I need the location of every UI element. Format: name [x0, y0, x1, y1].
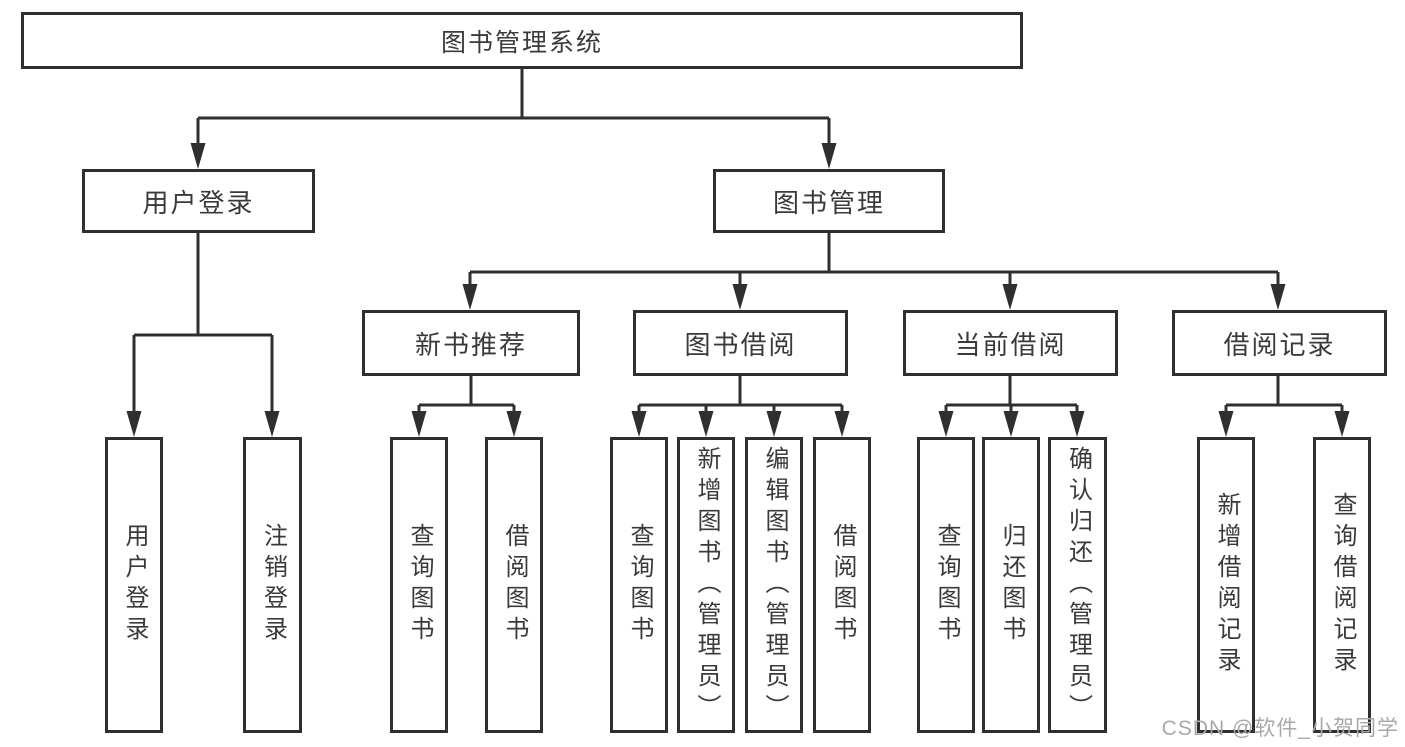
node-label: 查询图书 [406, 523, 433, 647]
node-current-borrowing: 当前借阅 [903, 310, 1118, 376]
node-label: 借阅图书 [501, 523, 528, 647]
node-label: 当前借阅 [954, 329, 1067, 360]
node-label: 新增借阅记录 [1213, 492, 1240, 678]
node-label: 用户登录 [121, 523, 148, 647]
node-new-book-recommendation: 新书推荐 [362, 310, 580, 376]
node-label: 查询借阅记录 [1329, 492, 1356, 678]
node-label: 图书借阅 [684, 329, 797, 360]
node-root-library-system: 图书管理系统 [21, 12, 1023, 69]
node-leaf-query-books: 查询图书 [390, 437, 448, 733]
node-leaf-borrow-books: 借阅图书 [813, 437, 871, 733]
node-label: 借阅记录 [1223, 329, 1336, 360]
node-book-borrowing: 图书借阅 [633, 310, 848, 376]
node-leaf-user-login: 用户登录 [105, 437, 163, 733]
node-label: 新书推荐 [414, 329, 527, 360]
node-user-login-module: 用户登录 [82, 169, 315, 233]
node-leaf-return-books: 归还图书 [982, 437, 1040, 733]
node-label: 图书管理系统 [440, 28, 603, 57]
arrowheads [126, 143, 1350, 437]
node-label: 借阅图书 [829, 523, 856, 647]
node-leaf-add-books-admin: 新增图书（管理员） [677, 437, 735, 733]
node-leaf-query-books: 查询图书 [610, 437, 668, 733]
node-label: 注销登录 [259, 523, 287, 647]
node-label: 确认归还（管理员） [1064, 445, 1092, 725]
node-label: 查询图书 [626, 523, 653, 647]
node-label: 查询图书 [933, 523, 960, 647]
node-book-management-module: 图书管理 [713, 169, 945, 233]
node-leaf-query-borrow-record: 查询借阅记录 [1313, 437, 1371, 733]
node-label: 图书管理 [772, 187, 885, 218]
node-leaf-logout: 注销登录 [243, 437, 302, 733]
node-label: 编辑图书（管理员） [761, 445, 788, 725]
node-leaf-add-borrow-record: 新增借阅记录 [1197, 437, 1255, 733]
node-label: 归还图书 [998, 523, 1025, 647]
node-leaf-edit-books-admin: 编辑图书（管理员） [745, 437, 803, 733]
node-borrowing-records: 借阅记录 [1172, 310, 1387, 376]
node-label: 新增图书（管理员） [693, 445, 720, 725]
node-leaf-confirm-return-admin: 确认归还（管理员） [1048, 437, 1107, 733]
node-leaf-borrow-books: 借阅图书 [485, 437, 543, 733]
node-label: 用户登录 [142, 187, 255, 218]
node-leaf-query-books: 查询图书 [917, 437, 975, 733]
